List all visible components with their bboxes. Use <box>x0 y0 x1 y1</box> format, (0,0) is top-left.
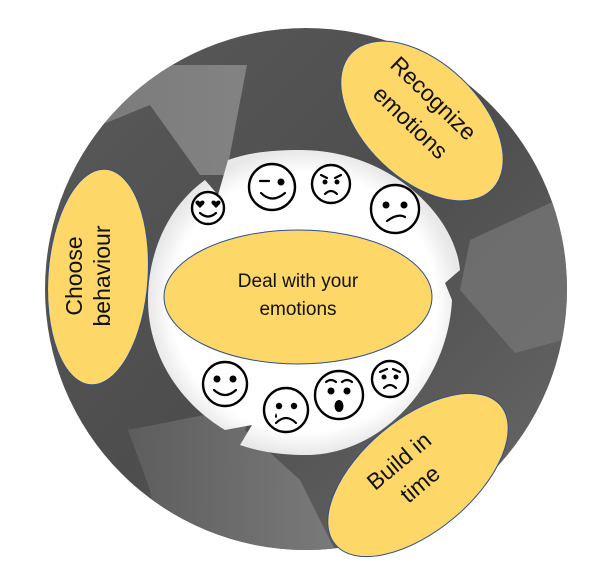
step-ellipse-build <box>327 392 509 558</box>
in-love-face-icon <box>190 190 226 226</box>
angry-face-icon <box>310 163 352 205</box>
shocked-face-icon <box>313 369 365 421</box>
emoji-row-top <box>190 162 421 235</box>
worried-face-icon <box>370 359 410 399</box>
center-label-line2: emotions <box>259 299 336 320</box>
confused-face-icon <box>369 183 421 235</box>
step-label-choose-line1: Choose <box>61 236 87 315</box>
step-ellipse-choose <box>47 168 149 386</box>
step-ellipse-recognize <box>340 40 504 202</box>
happy-face-icon <box>201 360 249 408</box>
cycle-arrow-top-left <box>45 65 247 175</box>
center-label-line1: Deal with your <box>238 271 359 292</box>
step-choose-behaviour: Choose behaviour <box>47 168 149 386</box>
center-node: Deal with your emotions <box>163 229 433 365</box>
step-recognize-emotions: Recognize emotions <box>340 40 504 202</box>
emoji-row-bottom <box>201 359 410 434</box>
crying-face-icon <box>262 386 310 434</box>
center-ellipse <box>163 229 433 365</box>
step-label-choose-line2: behaviour <box>89 225 115 326</box>
winking-face-icon <box>247 162 297 212</box>
